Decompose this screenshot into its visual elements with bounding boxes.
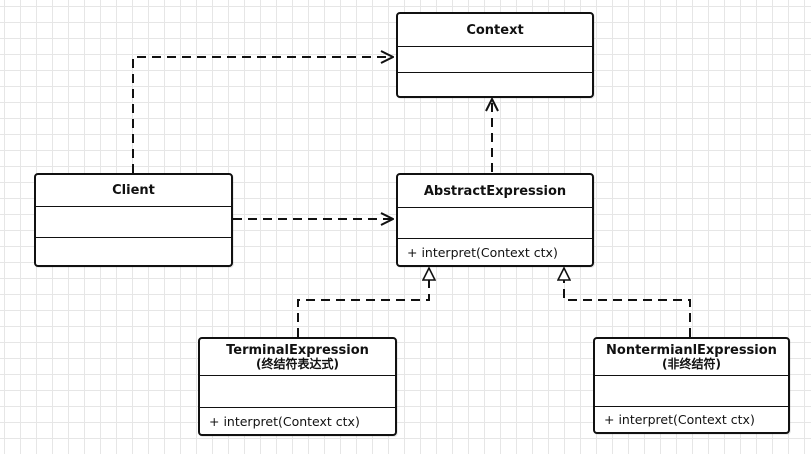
class-nonterminalexpression[interactable]: NontermianlExpression (非终结符) + interpret… [593,337,790,434]
operations-compartment [36,237,231,265]
class-subtitle: (非终结符) [662,357,721,371]
class-subtitle: (终结符表达式) [256,357,339,371]
class-name-compartment: TerminalExpression (终结符表达式) [200,339,395,375]
attributes-compartment [200,375,395,407]
attributes-compartment [398,46,592,72]
class-name: NontermianlExpression [606,343,777,358]
class-terminalexpression[interactable]: TerminalExpression (终结符表达式) + interpret(… [198,337,397,436]
operations-compartment [398,72,592,96]
class-name: Client [112,183,155,198]
nonterminalexpression-realization [564,268,691,337]
class-name-compartment: AbstractExpression [398,175,592,207]
terminalexpression-realization [297,268,429,337]
operations-compartment: + interpret(Context ctx) [200,407,395,434]
attributes-compartment [36,206,231,237]
class-name: Context [466,22,524,38]
class-name-compartment: NontermianlExpression (非终结符) [595,339,788,375]
class-name: TerminalExpression [226,343,369,358]
attributes-compartment [398,207,592,238]
class-name-compartment: Context [398,14,592,46]
method-interpret: + interpret(Context ctx) [407,244,558,260]
method-interpret: + interpret(Context ctx) [209,413,360,429]
operations-compartment: + interpret(Context ctx) [595,406,788,432]
class-abstractexpression[interactable]: AbstractExpression + interpret(Context c… [396,173,594,267]
class-context[interactable]: Context [396,12,594,98]
class-name-compartment: Client [36,175,231,206]
class-name: AbstractExpression [423,183,567,199]
client-to-context-dependency [132,57,393,173]
attributes-compartment [595,375,788,406]
class-client[interactable]: Client [34,173,233,267]
method-interpret: + interpret(Context ctx) [604,412,755,427]
operations-compartment: + interpret(Context ctx) [398,238,592,265]
